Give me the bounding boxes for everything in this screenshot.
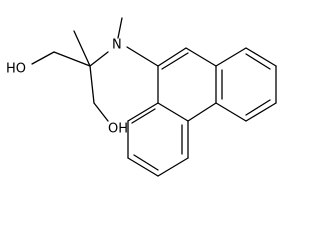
hydroxyl-top-label: HO [6,62,26,77]
molecule-diagram: HO OH N [6,17,277,177]
bond-c9-c10 [157,47,187,67]
bond-lower-1-inner [131,108,156,124]
bond-quat-n [89,51,109,67]
atom-labels: HO OH N [6,38,128,137]
bond-n-c9 [126,46,159,67]
bond-right-2-inner [245,53,271,70]
bond-quat-methyl [73,30,91,67]
bond-ho-ch2-top [31,51,55,65]
bond-c4a-c8a [157,102,189,122]
bond-lower-3 [127,157,159,177]
bond-c9-c10-inner [161,52,189,70]
bond-right-4 [245,102,277,122]
bond-right-5 [215,102,247,122]
bond-right-4-inner [245,99,271,116]
amine-nitrogen-label: N [112,38,122,53]
bond-lower-3-inner [133,154,159,171]
bond-quat-ch2-bottom [89,65,95,104]
bond-lower-4 [157,157,189,177]
bond-n-methyl [117,17,123,39]
bond-ch2-oh-bottom [93,102,109,122]
bond-ch2-quat-top [53,51,91,67]
bond-c4b-c4a [187,102,217,122]
hydroxyl-bottom-label: OH [108,122,128,137]
bonds [31,17,277,177]
bond-lower-1 [127,102,159,122]
bond-right-2 [245,47,277,67]
bond-c10-c10a [185,47,217,67]
bond-right-1 [215,47,247,67]
